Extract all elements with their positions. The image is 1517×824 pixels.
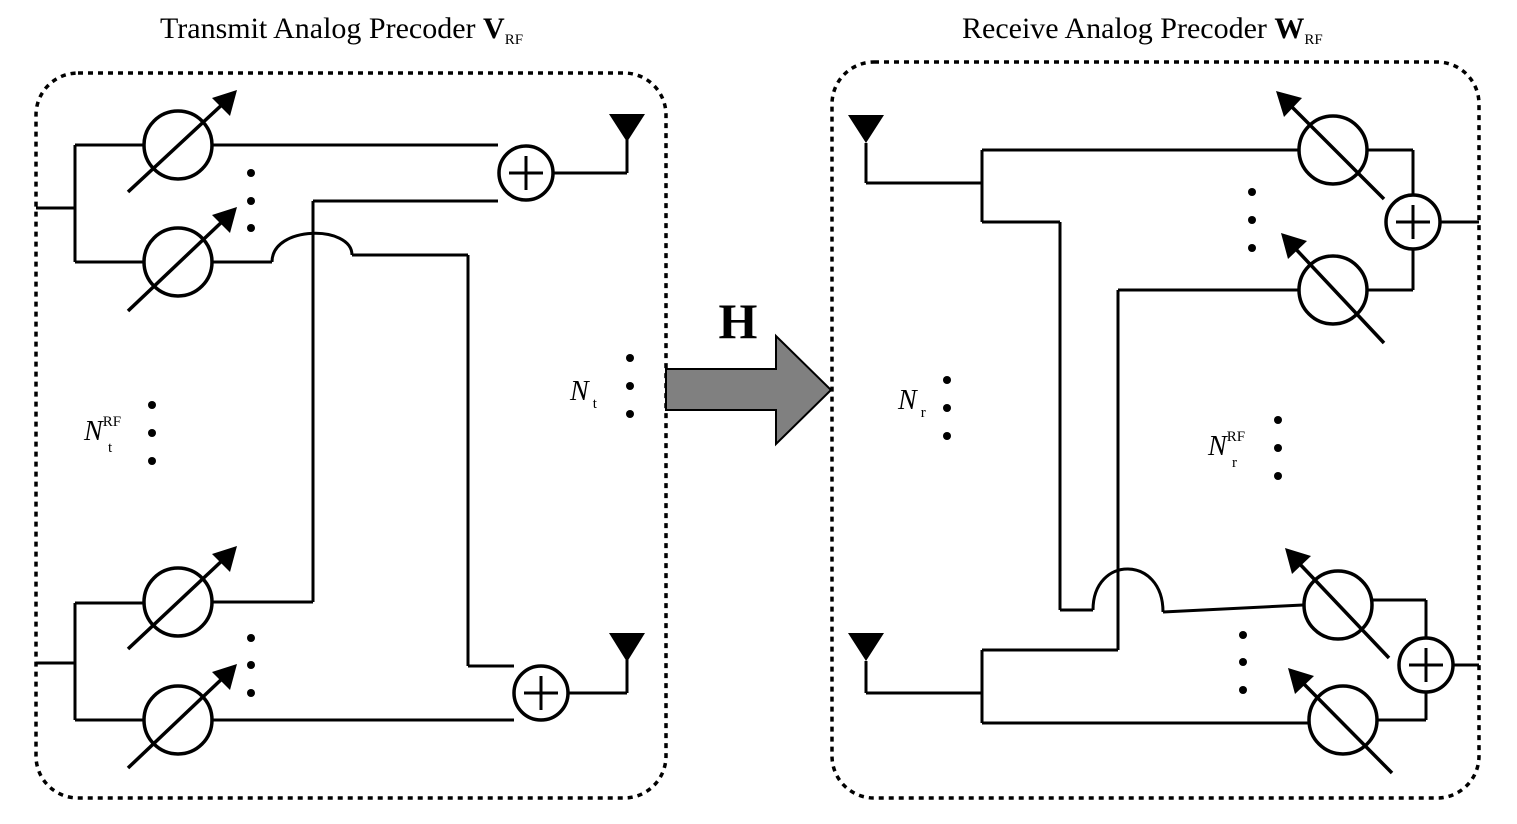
- receive-boundary: [830, 60, 1481, 800]
- phase-shifter-icon: [126, 546, 237, 651]
- antenna-icon: [609, 114, 645, 142]
- phase-shifter-icon: [126, 664, 237, 770]
- adder-icon: [1397, 636, 1455, 694]
- antenna-icon: [848, 115, 884, 143]
- channel-arrow-shape: [665, 333, 833, 447]
- transmit-title: Transmit Analog Precoder VRF: [160, 12, 523, 48]
- adder-icon: [512, 664, 570, 722]
- channel-arrow: H: [665, 293, 833, 447]
- phase-shifter-icon: [126, 90, 237, 194]
- channel-label: H: [719, 293, 758, 349]
- phase-shifter-icon: [1288, 668, 1394, 775]
- adder-icon: [1384, 193, 1442, 251]
- phase-shifter-icon: [1285, 548, 1391, 660]
- phase-shifter-icon: [1276, 91, 1386, 201]
- receive-title: Receive Analog Precoder WRF: [962, 12, 1323, 48]
- transmit-boundary: [34, 71, 668, 800]
- antenna-icon: [848, 633, 884, 661]
- phase-shifter-icon: [1281, 233, 1386, 345]
- ellipsis-dots: [148, 169, 634, 697]
- adder-icon: [497, 144, 555, 202]
- phase-shifter-icon: [126, 207, 237, 313]
- antenna-icon: [609, 633, 645, 662]
- ellipsis-dots: [943, 188, 1282, 694]
